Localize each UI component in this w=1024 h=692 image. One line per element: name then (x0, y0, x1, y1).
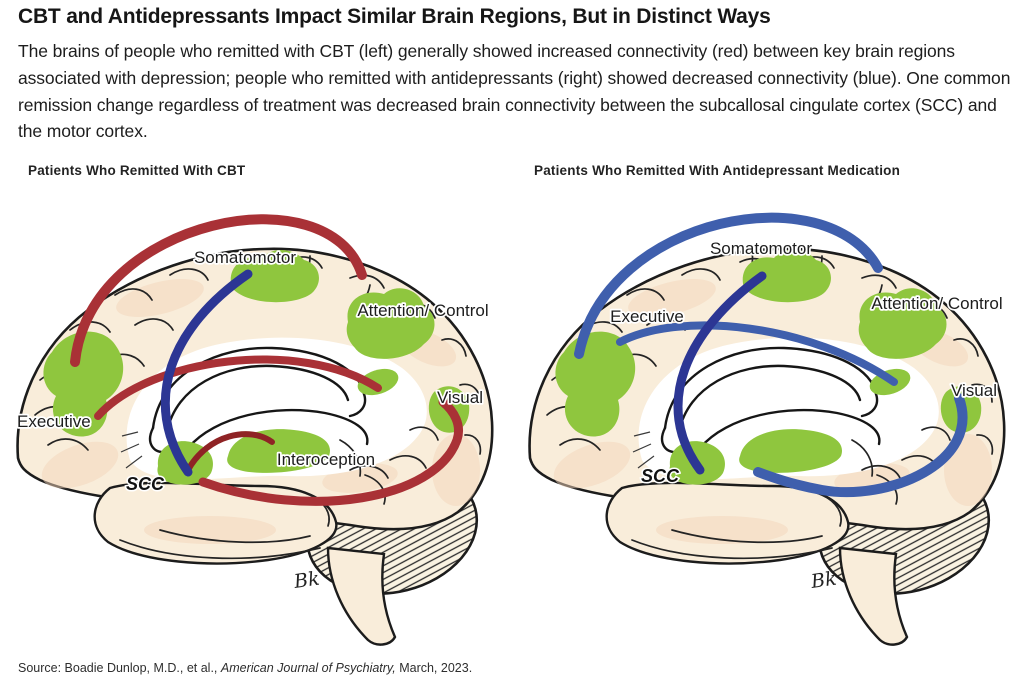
artist-signature: Bk (292, 568, 321, 593)
artist-signature: Bk (809, 568, 838, 593)
figure-title: CBT and Antidepressants Impact Similar B… (18, 5, 771, 28)
cbt-brain-diagram: Somatomotor Attention/ Control Executive… (15, 214, 494, 646)
source-prefix: Source: Boadie Dunlop, M.D., et al., (18, 661, 221, 675)
cbt-diagram-title: Patients Who Remitted With CBT (28, 163, 246, 178)
arc-scc-interoception-red (185, 431, 275, 473)
label-interoception: Interoception (277, 450, 375, 469)
label-attention-control: Attention/ Control (871, 294, 1002, 313)
label-visual: Visual (951, 381, 997, 400)
figure-description: The brains of people who remitted with C… (18, 41, 1011, 142)
cbt-connectivity-arcs (70, 214, 463, 506)
label-somatomotor: Somatomotor (710, 239, 812, 258)
label-executive: Executive (610, 307, 684, 326)
label-somatomotor: Somatomotor (194, 248, 296, 267)
arc-somatomotor-scc-navy (673, 271, 767, 475)
antidepressant-brain-diagram: Somatomotor Attention/ Control Executive… (528, 212, 1006, 646)
arc-executive-posterior-blue (616, 321, 898, 386)
arc-executive-attention-blue (574, 212, 883, 359)
arc-executive-posterior-red (94, 355, 382, 420)
label-scc: SCC (126, 474, 165, 494)
label-attention-control: Attention/ Control (357, 301, 488, 320)
source-citation: Source: Boadie Dunlop, M.D., et al., Ame… (18, 661, 472, 675)
label-scc: SCC (641, 466, 680, 486)
source-suffix: March, 2023. (395, 661, 473, 675)
label-visual: Visual (437, 388, 483, 407)
antidepressant-connectivity-arcs (574, 212, 968, 498)
arc-somatomotor-scc-blue (160, 269, 253, 477)
antidepressant-diagram-title: Patients Who Remitted With Antidepressan… (534, 163, 901, 178)
arc-executive-attention-red (70, 214, 367, 367)
label-executive: Executive (17, 412, 91, 431)
arc-visual-scc-blue (753, 393, 968, 498)
source-journal: American Journal of Psychiatry, (220, 661, 396, 675)
arc-scc-visual-red (198, 397, 463, 506)
